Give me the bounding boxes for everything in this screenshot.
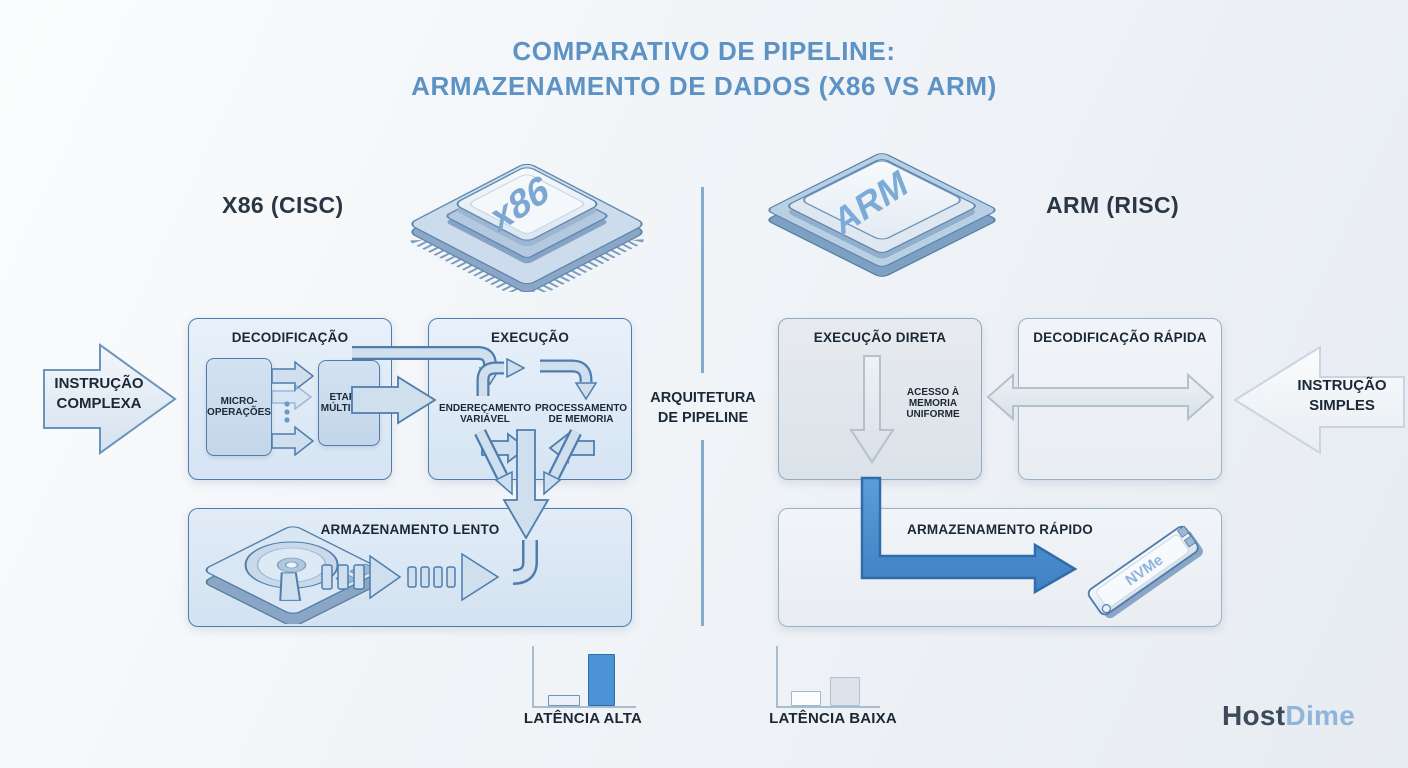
x86-chip-illustration: x86: [402, 112, 652, 292]
complex-instruction-label: INSTRUÇÃO COMPLEXA: [54, 375, 144, 413]
uniform-memory-access-label: ACESSO À MEMORIA UNIFORME: [906, 387, 960, 420]
page-title-line2: ARMAZENAMENTO DE DADOS (X86 VS ARM): [411, 71, 997, 102]
direct-execution-box: EXECUÇÃO DIRETA ACESSO À MEMORIA UNIFORM…: [778, 318, 982, 480]
latency-bar-arm-low: [791, 691, 821, 706]
hostdime-logo-part1: Host: [1222, 700, 1286, 731]
divider-line-bottom: [701, 440, 704, 626]
memory-processing-label: PROCESSAMENTO DE MEMORIA: [535, 403, 628, 425]
decode-box-x86-title: DECODIFICAÇÃO: [231, 330, 349, 345]
fast-decode-title: DECODIFICAÇÃO RÁPIDA: [1033, 330, 1207, 345]
execute-box-x86: EXECUÇÃO ENDEREÇAMENTO VARIÁVEL PROCESSA…: [428, 318, 632, 480]
hostdime-logo-part2: Dime: [1285, 700, 1356, 731]
arm-heading: ARM (RISC): [1046, 192, 1180, 218]
multiple-stages-box: ETAPAS MÚLTIPLAS: [318, 360, 380, 446]
latency-high-label: LATÊNCIA ALTA: [523, 710, 643, 727]
arm-chip-illustration: ARM: [762, 122, 1002, 292]
latency-bar-arm-high: [830, 677, 860, 706]
variable-addressing-label: ENDEREÇAMENTO VARIÁVEL: [438, 403, 532, 425]
direct-execution-title: EXECUÇÃO DIRETA: [813, 330, 947, 345]
nvme-icon: NVMe: [1068, 520, 1218, 620]
micro-ops-box: MICRO- OPERAÇÕES: [206, 358, 272, 456]
x86-heading: X86 (CISC): [222, 192, 344, 218]
page-title: COMPARATIVO DE PIPELINE: ARMAZENAMENTO D…: [0, 34, 1408, 104]
latency-low-label: LATÊNCIA BAIXA: [769, 710, 897, 727]
fast-decode-box: DECODIFICAÇÃO RÁPIDA: [1018, 318, 1222, 480]
hostdime-logo: HostDime: [1222, 700, 1355, 732]
hdd-icon: [196, 524, 396, 624]
latency-chart-x86: [532, 646, 636, 708]
pipeline-architecture-label: ARQUITETURA DE PIPELINE: [650, 390, 756, 427]
slow-storage-title: ARMAZENAMENTO LENTO: [320, 522, 500, 537]
execute-box-x86-title: EXECUÇÃO: [490, 330, 570, 345]
simple-instruction-label: INSTRUÇÃO SIMPLES: [1297, 377, 1387, 415]
page-title-line1: COMPARATIVO DE PIPELINE:: [512, 36, 896, 66]
latency-bar-x86-high: [588, 654, 615, 706]
latency-chart-arm: [776, 646, 880, 708]
divider-line-top: [701, 187, 704, 373]
latency-bar-x86-low: [548, 695, 580, 706]
